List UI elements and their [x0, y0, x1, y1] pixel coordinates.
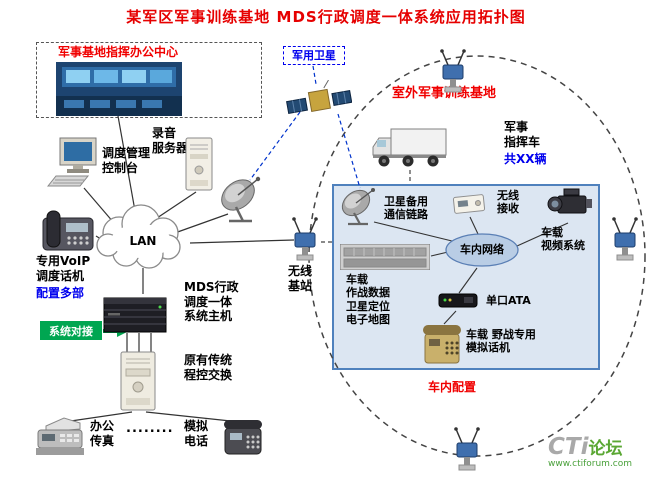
lan-label: LAN — [129, 234, 157, 248]
wireless-receiver-icon — [452, 192, 486, 216]
ata-icon — [438, 292, 478, 309]
mds-host-icon — [102, 292, 168, 334]
vehicle-data-rack-icon — [339, 243, 431, 271]
field-phone-label: 车载 野战专用 模拟话机 — [466, 328, 536, 355]
vehicle-net-label: 车内网络 — [460, 243, 504, 256]
command-center-photo — [56, 62, 182, 116]
lan-cloud — [96, 204, 181, 269]
vehicle-satellite-dish-icon — [336, 186, 380, 226]
vehicle-net-cloud — [445, 233, 519, 267]
watermark-url: www.ctiforum.com — [548, 459, 633, 469]
page-title: 某军区军事训练基地 MDS行政调度一体系统应用拓扑图 — [126, 8, 526, 26]
vehicle-camera-icon — [546, 186, 594, 222]
vehicle-data-label: 车载 作战数据 卫星定位 电子地图 — [346, 273, 390, 327]
wireless-base-station-label: 无线 基站 — [288, 264, 313, 293]
voip-phone-icon — [40, 206, 96, 254]
voip-phone-label: 专用VoIP 调度话机 — [36, 254, 91, 283]
analog-phone-icon — [222, 416, 264, 458]
wireless-links — [321, 170, 411, 243]
vehicle-links — [373, 216, 569, 325]
outdoor-base-label: 室外军事训练基地 — [392, 86, 497, 101]
hq-title: 军事基地指挥办公中心 — [58, 45, 179, 59]
command-truck-label: 军事 指挥车 — [504, 120, 541, 149]
antenna-bottom-icon — [452, 426, 482, 472]
watermark: CTi论坛 www.ctiforum.com — [548, 436, 632, 469]
command-truck-icon — [370, 124, 450, 170]
fax-icon — [34, 414, 86, 458]
watermark-brand-en: CTi — [548, 434, 589, 460]
satellite-links — [249, 65, 361, 189]
watermark-brand-cn: 论坛 — [588, 439, 623, 459]
dispatch-console-icon — [46, 136, 102, 190]
hq-dashed-box — [36, 42, 262, 118]
field-phone-icon — [422, 322, 462, 366]
sat-backup-link-label: 卫星备用 通信链路 — [384, 195, 428, 222]
recording-server-label: 录音 服务器 — [152, 126, 189, 155]
pbx-switch-icon — [117, 350, 159, 412]
analog-phone-label: 模拟 电话 — [184, 419, 209, 448]
military-satellite-label-box: 军用卫星 — [283, 46, 345, 65]
vehicle-config-box — [332, 184, 600, 370]
military-satellite-icon — [286, 79, 353, 122]
recording-server-icon — [184, 136, 214, 192]
vehicle-config-label: 车内配置 — [428, 380, 477, 394]
hq-satellite-dish-icon — [216, 174, 264, 224]
system-link-badge: 系统对接 — [40, 321, 102, 340]
command-truck-note: 共XX辆 — [504, 152, 547, 166]
ata-label: 单口ATA — [486, 294, 531, 307]
pbx-switch-label: 原有传统 程控交换 — [184, 353, 233, 382]
mds-host-label: MDS行政 调度一体 系统主机 — [184, 280, 239, 324]
ellipsis-label: ........ — [126, 421, 174, 436]
antenna-top-icon — [438, 48, 468, 94]
dispatch-console-label: 调度管理 控制台 — [102, 146, 151, 175]
wireless-receiver-label: 无线 接收 — [497, 189, 519, 216]
fax-label: 办公 传真 — [90, 419, 115, 448]
wireless-base-station-icon — [290, 216, 320, 262]
antenna-right-icon — [610, 216, 640, 262]
vehicle-video-label: 车载 视频系统 — [541, 226, 585, 253]
voip-note-label: 配置多部 — [36, 286, 85, 300]
